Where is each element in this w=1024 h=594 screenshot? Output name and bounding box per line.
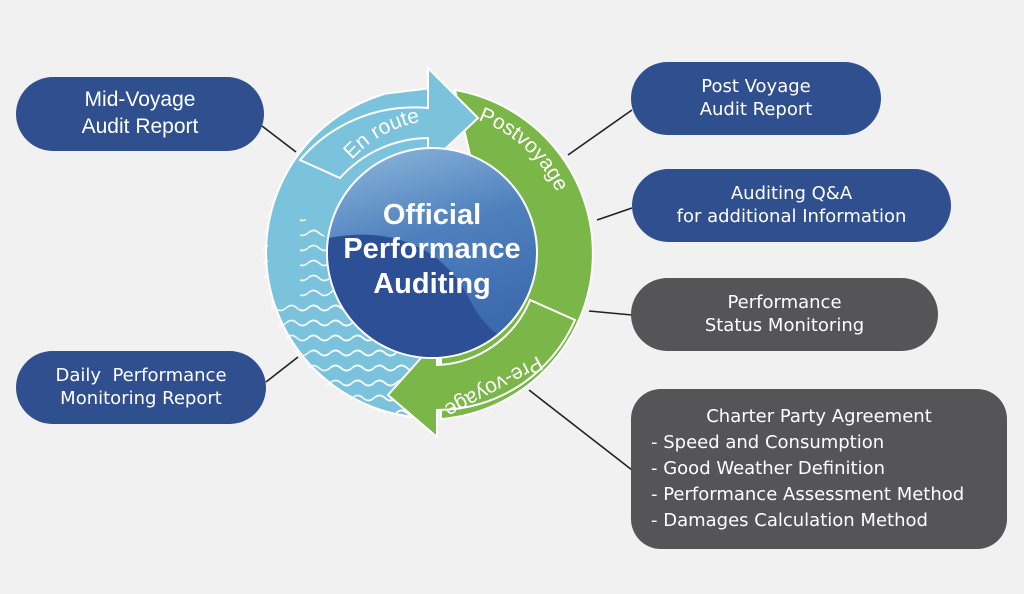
box-line: Status Monitoring bbox=[704, 314, 865, 336]
charter-item: - Good Weather Definition bbox=[651, 457, 886, 479]
box-line: Monitoring Report bbox=[60, 387, 222, 409]
charter-item: - Speed and Consumption bbox=[651, 431, 885, 453]
charter-item: - Damages Calculation Method bbox=[651, 510, 928, 532]
center-circle bbox=[326, 147, 538, 359]
connector-charter bbox=[528, 389, 633, 471]
box-line: Post Voyage bbox=[701, 75, 811, 97]
center-title: Official Performance Auditing bbox=[343, 199, 520, 300]
box-line: Performance bbox=[727, 291, 842, 313]
charter-item: - Performance Assessment Method bbox=[651, 484, 965, 506]
charter-party-agreement-box: Charter Party Agreement - Speed and Cons… bbox=[631, 389, 1007, 549]
mid-voyage-audit-report-box: Mid-Voyage Audit Report bbox=[16, 77, 264, 151]
center-title-line-2: Performance bbox=[343, 233, 520, 265]
auditing-qa-box: Auditing Q&A for additional Information bbox=[632, 169, 951, 242]
center-title-line-1: Official bbox=[383, 199, 481, 231]
performance-status-monitoring-box: Performance Status Monitoring bbox=[631, 278, 938, 351]
pre-voyage-arrow-icon bbox=[386, 298, 577, 440]
box-line: Auditing Q&A bbox=[730, 182, 853, 204]
connector-lines bbox=[261, 109, 633, 471]
charter-title: Charter Party Agreement bbox=[706, 405, 932, 427]
center-title-line-3: Auditing bbox=[373, 268, 491, 300]
box-line: Mid-Voyage bbox=[84, 88, 196, 112]
box-line: Audit Report bbox=[699, 98, 813, 120]
connector-mid-voyage bbox=[261, 125, 297, 153]
box-line: Daily Performance bbox=[55, 364, 227, 386]
daily-performance-monitoring-report-box: Daily Performance Monitoring Report bbox=[16, 351, 266, 424]
box-line: Audit Report bbox=[81, 115, 199, 138]
connector-post-voyage bbox=[567, 109, 633, 156]
connector-status bbox=[588, 310, 633, 316]
connector-qa bbox=[596, 207, 633, 221]
connector-daily bbox=[265, 356, 299, 383]
box-line: for additional Information bbox=[676, 205, 907, 227]
post-voyage-audit-report-box: Post Voyage Audit Report bbox=[631, 62, 881, 135]
